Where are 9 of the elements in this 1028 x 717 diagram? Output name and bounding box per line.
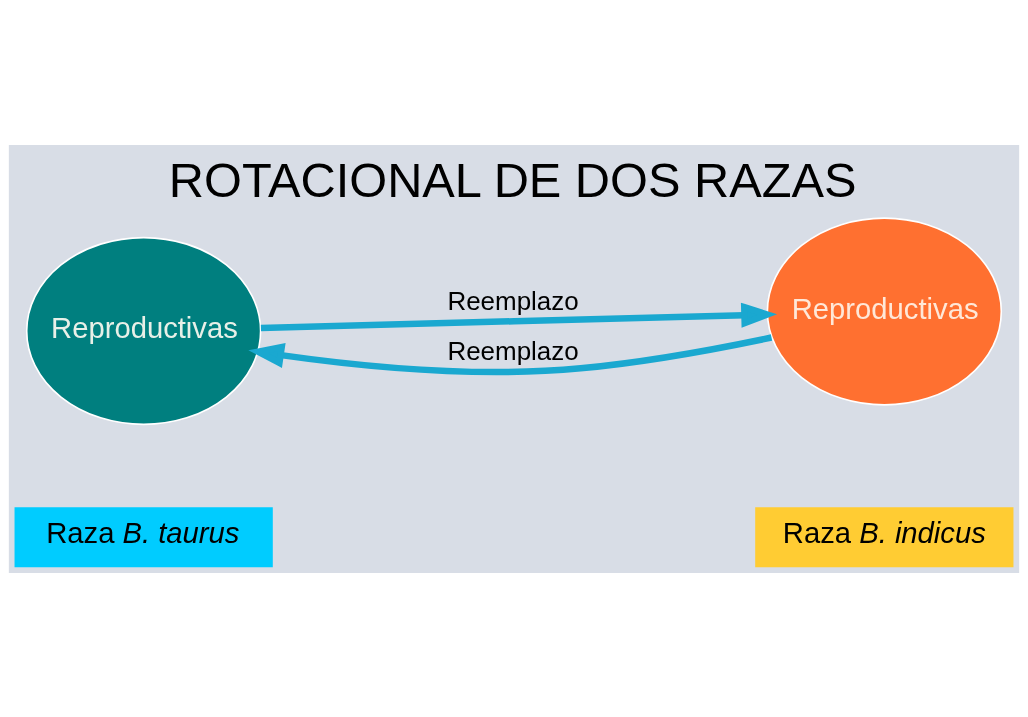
node-box: Raza B. taurus <box>14 506 273 567</box>
node-box: Raza B. indicus <box>755 506 1014 567</box>
edge-label: Reemplazo <box>447 285 579 316</box>
edge-label: Reemplazo <box>447 335 579 366</box>
arrow <box>260 302 778 331</box>
node-ellipse: Reproductivas <box>25 236 262 425</box>
diagram-title: ROTACIONAL DE DOS RAZAS <box>168 152 857 207</box>
node-ellipse: Reproductivas <box>766 216 1003 406</box>
arrow <box>248 333 773 375</box>
